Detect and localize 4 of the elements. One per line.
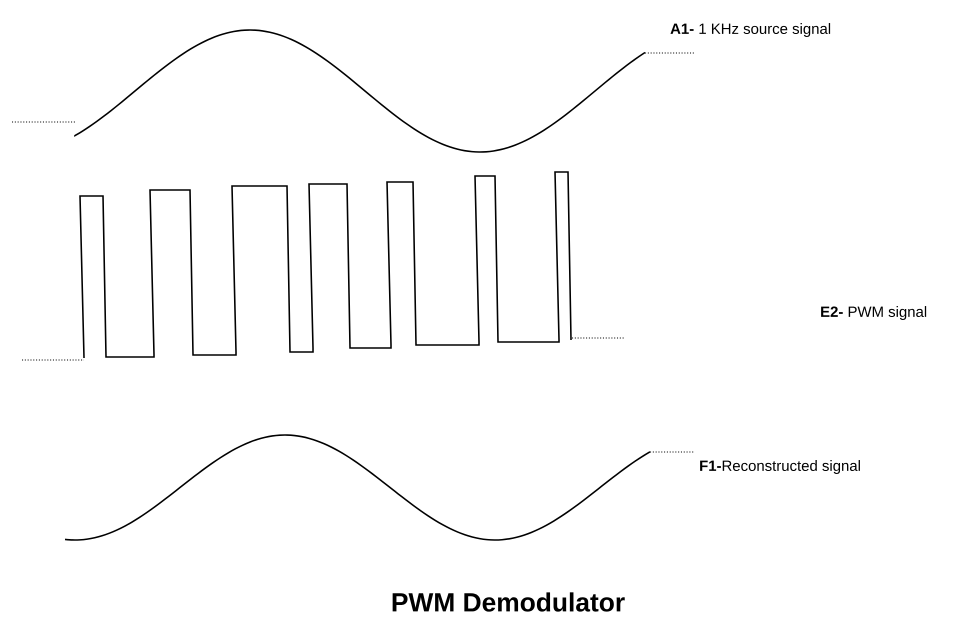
title: PWM Demodulator [392,592,625,612]
signal-label: E2- PWM signal [821,306,926,320]
signal-label: A1- 1 KHz source signal [670,23,830,37]
signal-label: F1-Reconstructed signal [700,460,860,474]
